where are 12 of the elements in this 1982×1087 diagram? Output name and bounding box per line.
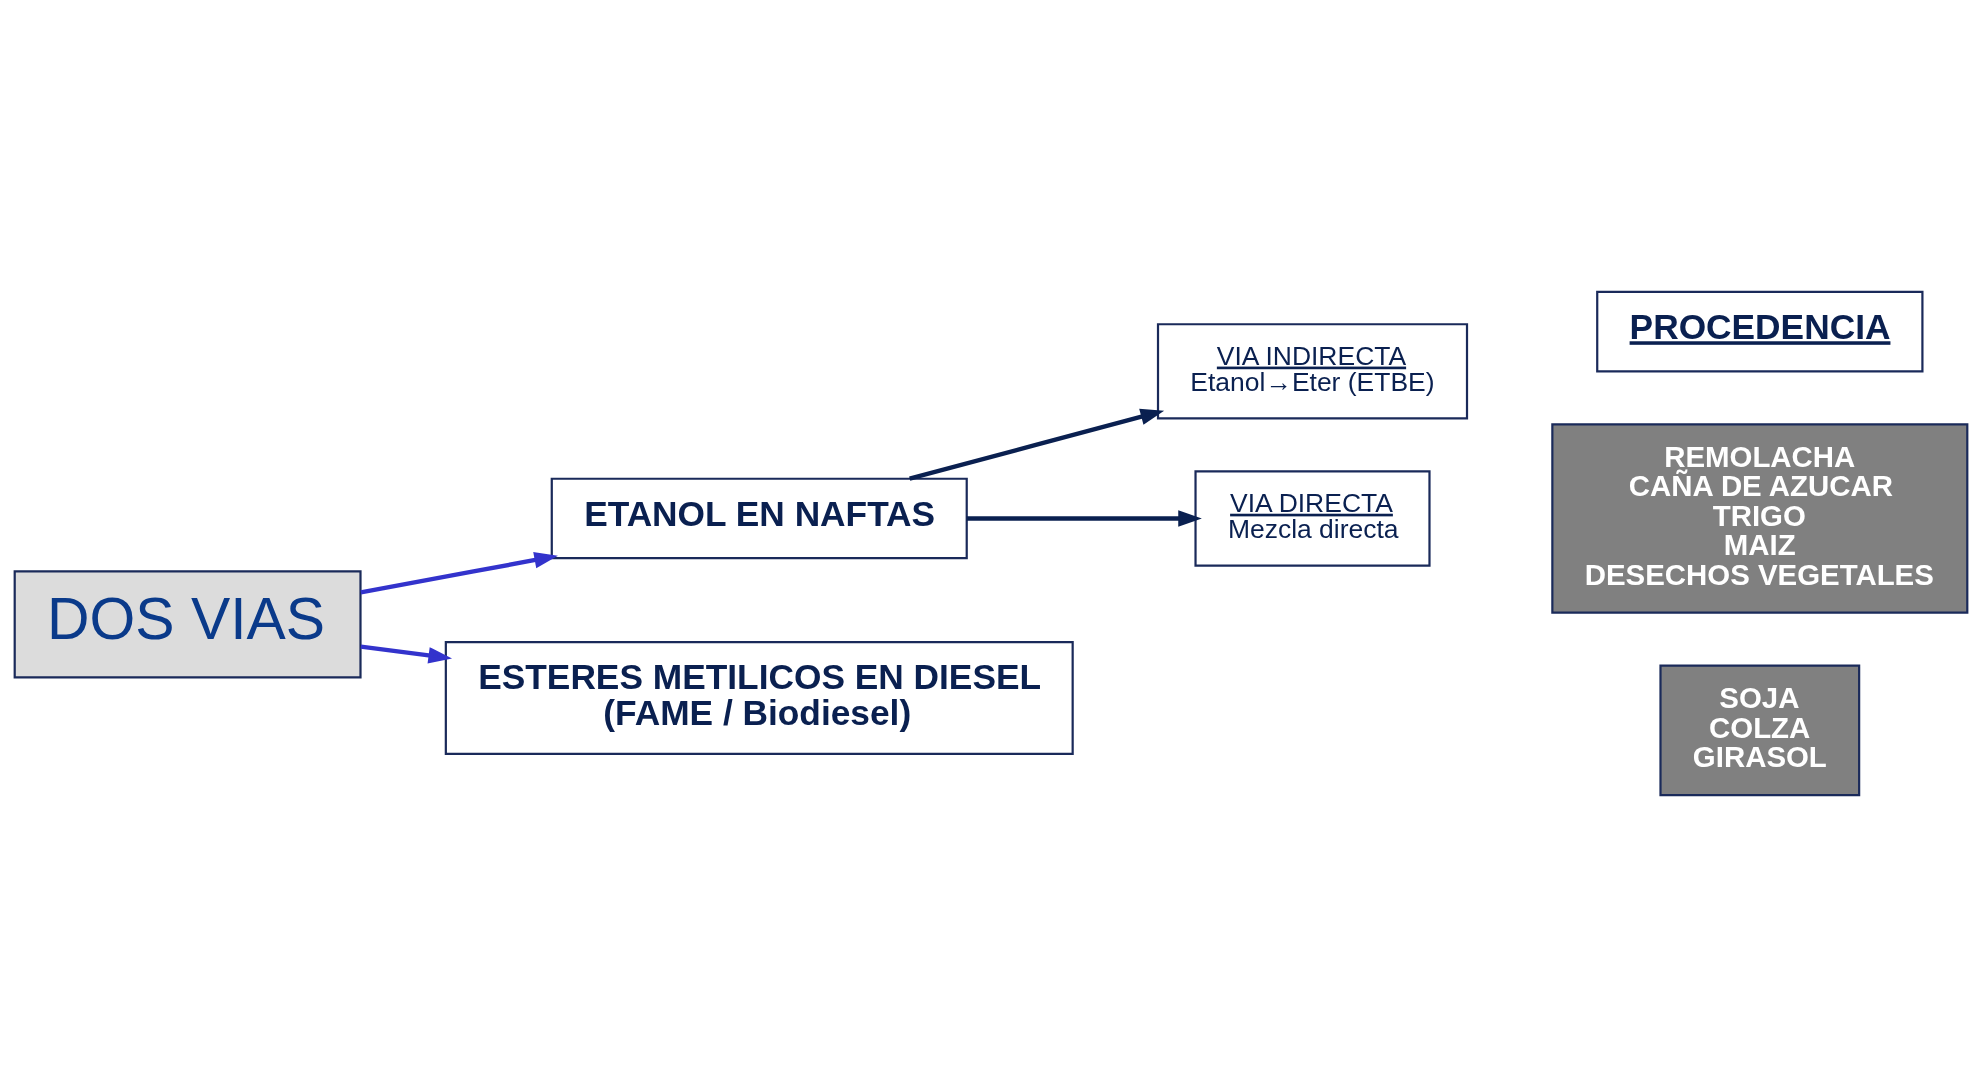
arrow: [909, 408, 1165, 481]
node-box: ESTERES METILICOS EN DIESEL (FAME / Biodiesel): [444, 641, 1074, 755]
node-box: ETANOL EN NAFTAS: [550, 477, 968, 560]
node-box: SOJA COLZA GIRASOL: [1659, 664, 1861, 797]
node-box: PROCEDENCIA: [1596, 290, 1924, 373]
node-box: REMOLACHA CAÑA DE AZUCAR TRIGO MAIZ DESECHOS VEGETALES: [1551, 423, 1969, 614]
arrow: [360, 644, 453, 664]
arrow: [360, 551, 558, 595]
node-box: VIA INDIRECTA Etanol→Eter (ETBE): [1156, 323, 1469, 420]
arrow: [966, 510, 1202, 527]
node-box: VIA DIRECTA Mezcla directa: [1194, 470, 1431, 567]
node-box: DOS VIAS: [13, 570, 362, 679]
